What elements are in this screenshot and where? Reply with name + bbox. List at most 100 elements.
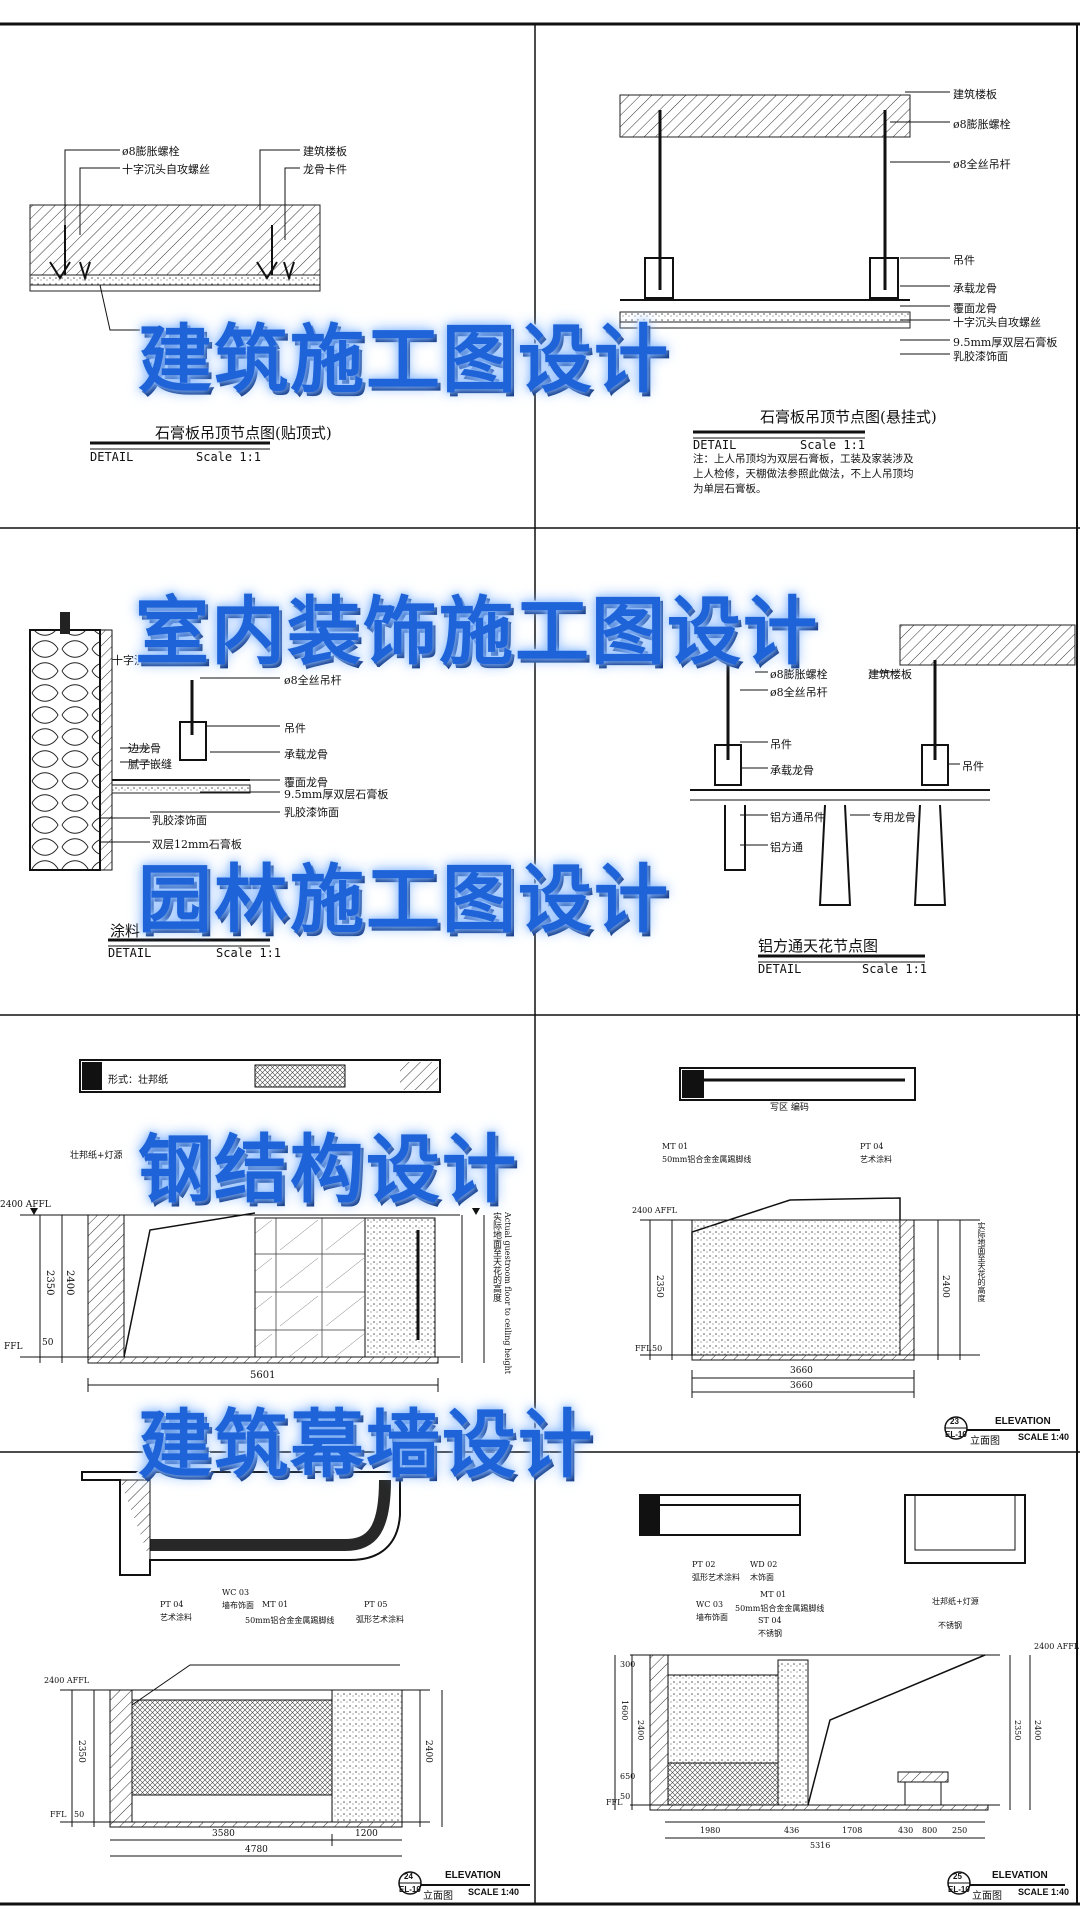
panel2-title: 石膏板吊顶节点图(悬挂式) — [760, 408, 937, 426]
elevation-number: 25 — [953, 1872, 962, 1881]
label-wc03: WC 03 — [696, 1600, 724, 1609]
panel4-detail: DETAIL — [758, 962, 802, 976]
label-hanger-right: 吊件 — [962, 760, 984, 773]
elevation-scale: SCALE 1:40 — [468, 1887, 520, 1897]
label-hanger: 吊件 — [770, 738, 792, 751]
label-screw-partial: 十字沉 — [112, 654, 145, 667]
panel4-scale: Scale 1:1 — [862, 962, 928, 976]
dim-v-2400: 2400 — [940, 1275, 950, 1298]
label-skirting: 50mm铝合金金属踢脚线 — [735, 1604, 825, 1613]
label-threaded-rod: ø8全丝吊杆 — [770, 686, 828, 699]
banner-curtain-wall: 建筑幕墙设计 — [137, 1401, 594, 1490]
dim-h-1708: 1708 — [842, 1826, 863, 1835]
label-level-affl: 2400 AFFL — [44, 1676, 90, 1685]
elevation-scale: SCALE 1:40 — [1018, 1887, 1070, 1897]
banner-landscape-construction: 园林施工图设计 — [137, 856, 670, 945]
label-cover-keel: 覆面龙骨 — [284, 776, 328, 789]
dim-v-2350: 2350 — [654, 1275, 664, 1298]
dim-v-2350: 2350 — [1013, 1720, 1022, 1741]
label-stainless: 不锈钢 — [758, 1629, 782, 1638]
label-wood: 木饰面 — [750, 1573, 774, 1582]
dim-h-4780: 4780 — [245, 1845, 268, 1855]
label-gypsum-board: 9.5mm厚双层石膏板 — [284, 788, 389, 801]
label-alu-hanger: 铝方通吊件 — [770, 811, 825, 824]
dim-h-3660-a: 3660 — [790, 1366, 813, 1376]
label-actual-height-en: Actual guestroom floor to ceiling height — [503, 1212, 512, 1374]
label-level-ffl: FFL — [50, 1810, 67, 1819]
label-main-keel: 承载龙骨 — [770, 764, 814, 777]
label-screw: 十字沉头自攻螺丝 — [953, 316, 1041, 329]
panel1-detail: DETAIL — [90, 450, 134, 464]
label-mt01: MT 01 — [760, 1590, 787, 1599]
elevation-sheet: EL-10 — [399, 1885, 421, 1894]
dim-h-5316: 5316 — [810, 1841, 831, 1850]
dim-h-436: 436 — [784, 1826, 800, 1835]
elevation-sub: 立面图 — [970, 1436, 1000, 1447]
label-expansion-bolt: ø8膨胀螺栓 — [953, 118, 1011, 131]
label-latex-paint: 乳胶漆饰面 — [953, 350, 1008, 363]
label-floor-slab: 建筑楼板 — [953, 88, 997, 101]
label-st04: ST 04 — [758, 1616, 782, 1625]
label-keel-clip: 龙骨卡件 — [303, 163, 347, 176]
elevation-sheet: EL-10 — [945, 1430, 967, 1439]
dim-v-1600: 1600 — [620, 1700, 629, 1721]
label-alu-tube: 铝方通 — [770, 841, 803, 854]
elevation-title: ELEVATION — [992, 1870, 1048, 1881]
label-arc-paint: 弧形艺术涂料 — [692, 1573, 740, 1582]
label-pt05: PT 05 — [364, 1600, 388, 1609]
dim-h-5601: 5601 — [250, 1370, 276, 1381]
panel3-title: 涂料 — [110, 922, 141, 940]
label-latex-paint-wall: 乳胶漆饰面 — [152, 814, 207, 827]
dim-v-50: 50 — [620, 1792, 631, 1801]
panel2-scale: Scale 1:1 — [800, 438, 866, 452]
label-edge-keel: 边龙骨 — [128, 742, 161, 755]
elevation-sub: 立面图 — [423, 1891, 453, 1902]
panel4-title: 铝方通天花节点图 — [758, 937, 879, 955]
dim-h-1200: 1200 — [355, 1829, 378, 1839]
label-skirting: 50mm铝合金金属踢脚线 — [662, 1155, 752, 1164]
panel2-note: 注：上人吊顶均为双层石膏板，工装及家装涉及上人检修，天棚做法参照此做法，不上人吊… — [693, 453, 914, 495]
label-wallpaper-light: 壮邦纸+灯源 — [932, 1597, 979, 1606]
label-level-ffl: FFL — [606, 1798, 623, 1807]
dim-v-2400-left: 2400 — [636, 1720, 645, 1741]
label-pt02: PT 02 — [692, 1560, 716, 1569]
label-floor-slab: 建筑楼板 — [303, 145, 347, 158]
elevation-scale: SCALE 1:40 — [1018, 1432, 1070, 1442]
panel3-scale: Scale 1:1 — [216, 946, 282, 960]
label-mt01: MT 01 — [662, 1142, 689, 1151]
dim-h-800: 800 — [922, 1826, 938, 1835]
label-self-tapping-screw: 十字沉头自攻螺丝 — [122, 163, 210, 176]
dim-v-50: 50 — [74, 1810, 85, 1819]
label-wc03: WC 03 — [222, 1588, 250, 1597]
banner-architecture-construction: 建筑施工图设计 — [137, 316, 670, 405]
elevation-sheet: EL-10 — [948, 1885, 970, 1894]
label-level-affl: 2400 AFFL — [0, 1200, 51, 1210]
label-level-affl: 2400 AFFL — [632, 1206, 678, 1215]
label-actual-height: 实际地面至天花的高度 — [491, 1212, 501, 1302]
panel3-detail: DETAIL — [108, 946, 152, 960]
label-double-gypsum: 双层12mm石膏板 — [152, 838, 242, 851]
label-pt04: PT 04 — [160, 1600, 184, 1609]
elevation-title: ELEVATION — [995, 1416, 1051, 1427]
dim-h-3580: 3580 — [212, 1829, 235, 1839]
label-main-keel: 承载龙骨 — [284, 748, 328, 761]
dim-v-2350: 2350 — [44, 1270, 55, 1296]
dim-h-250: 250 — [952, 1826, 968, 1835]
label-expansion-bolt: ø8膨胀螺栓 — [770, 668, 828, 681]
label-art-paint: 艺术涂料 — [160, 1613, 192, 1622]
label-stainless-right: 不锈钢 — [938, 1621, 962, 1630]
label-expansion-bolt: ø8膨胀螺栓 — [122, 145, 180, 158]
dim-v-2400-right: 2400 — [1033, 1720, 1042, 1741]
dim-v-300: 300 — [620, 1660, 636, 1669]
label-level-affl: 2400 AFFL — [1034, 1642, 1080, 1651]
label-hanger: 吊件 — [284, 722, 306, 735]
dim-v-2400: 2400 — [64, 1270, 75, 1296]
dim-v-50: 50 — [42, 1338, 54, 1348]
label-hanger: 吊件 — [953, 254, 975, 267]
dim-v-50: 50 — [652, 1344, 663, 1353]
label-special-keel: 专用龙骨 — [872, 811, 916, 824]
banner-steel-structure: 钢结构设计 — [137, 1126, 518, 1215]
label-wd02: WD 02 — [750, 1560, 778, 1569]
elevation-sub: 立面图 — [972, 1891, 1002, 1902]
dim-v-2400: 2400 — [423, 1740, 433, 1763]
